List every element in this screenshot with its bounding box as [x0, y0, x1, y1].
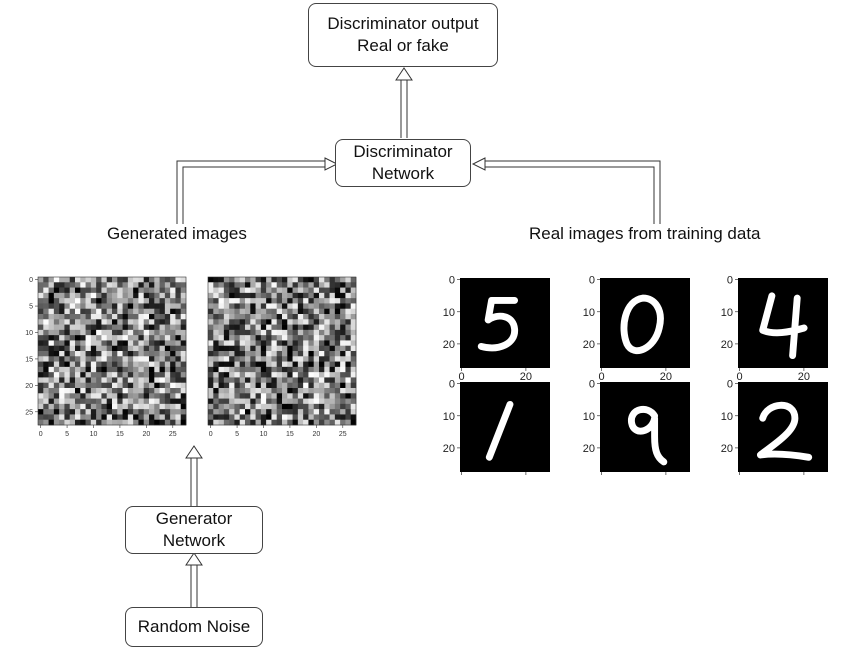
mnist-y-tick-label: 20 [721, 339, 733, 351]
discriminator-output-node: Discriminator output Real or fake [308, 3, 498, 67]
noise-image-1: 0 5 10 15 20 25 0 5 10 15 20 25 [25, 276, 187, 438]
digit-stroke [759, 292, 808, 360]
mnist-y-tick-label: 20 [443, 339, 455, 351]
mnist-digit-0: 0 10 20 0 20 [583, 275, 690, 383]
generated-noise-images: 0 5 10 15 20 25 0 5 10 15 20 25 0 5 10 15 20 25 [25, 276, 357, 438]
mnist-y-tick-label: 0 [589, 275, 595, 287]
mnist-x-tick-label: 20 [660, 371, 672, 383]
mnist-y-tick-label: 0 [727, 275, 733, 287]
mnist-y-tick-label: 20 [721, 443, 733, 455]
mnist-digit-2: 0 10 20 [721, 379, 828, 475]
mnist-digit-9: 0 10 20 [583, 379, 690, 475]
arrow-generated-to-disc [176, 157, 339, 224]
mnist-y-tick-label: 10 [443, 307, 455, 319]
mnist-y-tick-label: 20 [583, 443, 595, 455]
generator-network-line2: Network [162, 531, 226, 550]
mnist-y-tick-label: 10 [583, 307, 595, 319]
mnist-digit-4: 0 10 20 0 20 [721, 275, 828, 383]
mnist-y-tick-label: 0 [589, 379, 595, 391]
noise-y-tick-label: 20 [25, 383, 33, 390]
discriminator-output-subtitle: Real or fake [357, 36, 449, 55]
mnist-y-tick-label: 0 [449, 275, 455, 287]
real-mnist-images: 0 10 20 0 20 0 10 20 0 20 0 10 20 0 20 0 10 20 0 10 20 0 10 20 [443, 275, 828, 475]
arrow-disc-to-output [395, 67, 413, 138]
generator-network-line1: Generator [155, 509, 233, 528]
digit-stroke [620, 294, 664, 354]
mnist-y-tick-label: 0 [449, 379, 455, 391]
generated-images-label: Generated images [107, 224, 247, 243]
digit-stroke [756, 401, 813, 461]
random-noise-label: Random Noise [137, 617, 251, 636]
mnist-x-tick-label: 0 [599, 371, 605, 383]
noise-x-tick-label: 0 [39, 431, 43, 438]
noise-x-tick-label: 20 [142, 431, 150, 438]
arrow-noise-to-generator [185, 552, 203, 607]
discriminator-network-line1: Discriminator [353, 142, 453, 161]
mnist-y-tick-label: 10 [721, 307, 733, 319]
mnist-y-tick-label: 20 [443, 443, 455, 455]
mnist-y-tick-label: 10 [583, 411, 595, 423]
mnist-y-tick-label: 0 [727, 379, 733, 391]
noise-y-tick-label: 25 [25, 409, 33, 416]
noise-x-tick-label: 5 [65, 431, 69, 438]
noise-x-tick-label: 20 [312, 431, 320, 438]
arrow-real-to-disc [471, 157, 661, 224]
discriminator-output-title: Discriminator output [327, 14, 479, 33]
digit-stroke [485, 400, 514, 461]
noise-y-tick-label: 15 [25, 356, 33, 363]
generator-network-node: Generator Network [125, 506, 263, 554]
mnist-x-tick-label: 20 [798, 371, 810, 383]
mnist-x-tick-label: 0 [737, 371, 743, 383]
noise-y-tick-label: 5 [29, 304, 33, 311]
real-images-label: Real images from training data [529, 224, 761, 243]
mnist-y-tick-label: 20 [583, 339, 595, 351]
mnist-x-tick-label: 20 [520, 371, 532, 383]
noise-x-tick-label: 25 [169, 431, 177, 438]
noise-x-tick-label: 10 [260, 431, 268, 438]
mnist-digit-5: 0 10 20 0 20 [443, 275, 550, 383]
digit-stroke [628, 405, 668, 466]
mnist-digit-1: 0 10 20 [443, 379, 550, 475]
random-noise-node: Random Noise [125, 607, 263, 647]
noise-x-tick-label: 5 [235, 431, 239, 438]
mnist-y-tick-label: 10 [721, 411, 733, 423]
noise-x-tick-label: 0 [209, 431, 213, 438]
digit-stroke [477, 296, 519, 352]
mnist-x-tick-label: 0 [459, 371, 465, 383]
arrow-generator-to-images [185, 445, 203, 506]
noise-y-tick-label: 10 [25, 330, 33, 337]
noise-x-tick-label: 15 [116, 431, 124, 438]
mnist-y-tick-label: 10 [443, 411, 455, 423]
discriminator-network-line2: Network [371, 164, 435, 183]
noise-y-tick-label: 0 [29, 277, 33, 284]
noise-image-2: 0 5 10 15 20 25 [207, 276, 357, 438]
noise-x-tick-label: 10 [90, 431, 98, 438]
noise-x-tick-label: 15 [286, 431, 294, 438]
noise-x-tick-label: 25 [339, 431, 347, 438]
discriminator-network-node: Discriminator Network [335, 139, 471, 187]
